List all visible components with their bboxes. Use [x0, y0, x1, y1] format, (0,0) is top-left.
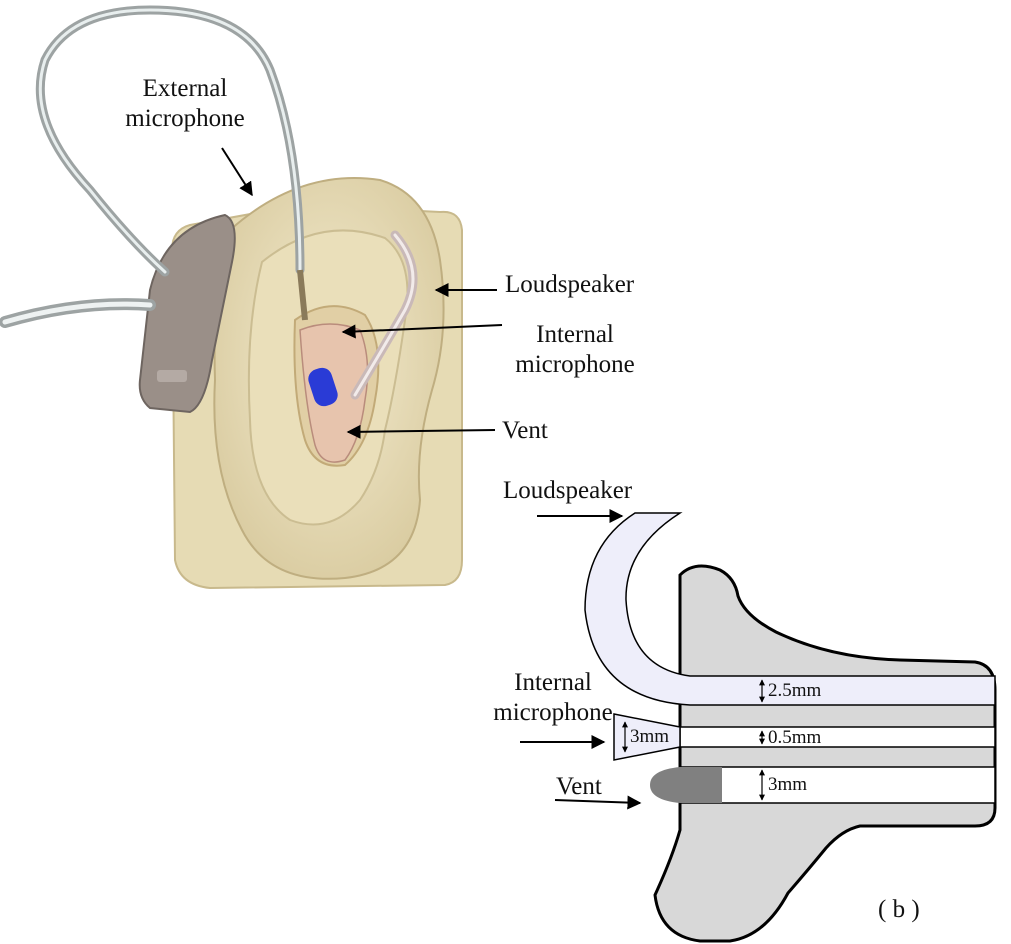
vent-plug: [650, 767, 722, 803]
label-internal-mic-diagram: Internal microphone: [468, 668, 638, 728]
label-loudspeaker-photo: Loudspeaker: [505, 270, 634, 300]
dim-mic-port: 3mm: [630, 726, 669, 748]
label-internal-mic-photo: Internal microphone: [490, 320, 660, 380]
loudspeaker-tube-section: [585, 513, 995, 705]
panel-label: ( b ): [878, 895, 920, 925]
label-vent-photo: Vent: [502, 416, 548, 446]
label-internal-mic-diagram-line2: microphone: [468, 698, 638, 728]
arrow-external-mic: [222, 148, 252, 195]
dim-loudspeaker-tube: 2.5mm: [768, 680, 821, 702]
bte-label: [157, 370, 187, 382]
label-external-mic: External microphone: [100, 74, 270, 134]
dim-mic-tube: 0.5mm: [768, 727, 821, 749]
label-internal-mic-photo-line1: Internal: [490, 320, 660, 350]
label-external-mic-line1: External: [100, 74, 270, 104]
label-loudspeaker-diagram: Loudspeaker: [503, 476, 632, 506]
label-internal-mic-photo-line2: microphone: [490, 350, 660, 380]
dim-vent-tube: 3mm: [768, 774, 807, 796]
mic-tube-section: [680, 727, 995, 747]
vent-tube-section: [680, 767, 995, 803]
label-internal-mic-diagram-line1: Internal: [468, 668, 638, 698]
label-vent-diagram: Vent: [556, 772, 602, 802]
label-external-mic-line2: microphone: [100, 104, 270, 134]
earmold-body: [655, 566, 995, 941]
